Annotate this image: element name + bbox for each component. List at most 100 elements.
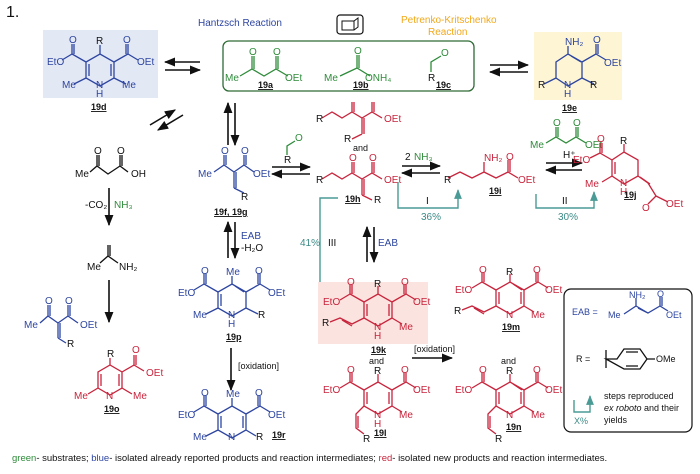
key-r-label: R =: [576, 354, 590, 364]
label-19c: 19c: [436, 80, 451, 90]
svg-text:R: R: [444, 175, 451, 186]
svg-text:N: N: [564, 80, 571, 91]
svg-text:O: O: [657, 289, 664, 299]
svg-text:O: O: [241, 146, 249, 157]
svg-text:R: R: [374, 366, 381, 377]
svg-text:N: N: [96, 80, 103, 91]
svg-text:R: R: [620, 136, 627, 147]
svg-text:R: R: [538, 80, 545, 91]
and-19k-19l: and: [369, 356, 384, 366]
svg-text:O: O: [347, 277, 355, 288]
svg-text:O: O: [123, 35, 131, 46]
svg-text:O: O: [354, 46, 362, 57]
label-19i: 19i: [489, 186, 502, 196]
robot-step-2-yield: 30%: [558, 212, 578, 223]
svg-text:OEt: OEt: [80, 320, 97, 331]
svg-text:NH₂: NH₂: [119, 262, 137, 273]
compound-19k: R O O EtO OEt R N H Me: [322, 277, 430, 342]
svg-text:OH: OH: [131, 169, 146, 180]
svg-text:O: O: [347, 365, 355, 376]
key-desc-line1: steps reproduced: [604, 391, 674, 401]
svg-text:OEt: OEt: [585, 140, 602, 151]
svg-text:N: N: [374, 410, 381, 421]
compound-19r: Me O O EtO OEt Me N R: [178, 388, 285, 443]
robot-step-1-arrow: [397, 182, 462, 209]
svg-text:Me: Me: [399, 410, 413, 421]
petrenko-product-bg: [534, 32, 622, 100]
label-19r: 19r: [272, 430, 286, 440]
svg-text:R: R: [284, 155, 291, 166]
svg-text:Me: Me: [531, 310, 545, 321]
new-product-bg: [318, 282, 428, 344]
svg-text:O: O: [94, 146, 102, 157]
svg-text:N: N: [620, 178, 627, 189]
svg-text:Me: Me: [226, 267, 240, 278]
aldehyde-reagent: O R: [284, 133, 303, 166]
svg-text:O: O: [273, 47, 281, 58]
svg-text:N: N: [506, 310, 513, 321]
svg-text:Me: Me: [74, 391, 88, 402]
reagent-eab: EAB: [378, 238, 398, 249]
svg-text:OEt: OEt: [413, 297, 430, 308]
legend-blue-word: blue: [91, 453, 110, 464]
svg-text:NH₂: NH₂: [484, 153, 502, 164]
svg-text:Me: Me: [585, 179, 599, 190]
svg-text:Me: Me: [198, 169, 212, 180]
equilibrium-arrow: [149, 109, 176, 126]
robot-step-1-yield: 36%: [421, 212, 441, 223]
svg-text:R: R: [67, 339, 74, 350]
label-19e: 19e: [562, 103, 577, 113]
svg-text:N: N: [374, 322, 381, 333]
svg-text:R: R: [374, 195, 381, 206]
svg-text:OEt: OEt: [268, 288, 285, 299]
color-legend: green- substrates; blue- isolated alread…: [0, 453, 700, 464]
svg-text:OEt: OEt: [666, 199, 683, 210]
label-19p: 19p: [226, 332, 242, 342]
reagent-2nh3: NH₃: [414, 152, 433, 163]
svg-text:EtO: EtO: [455, 285, 472, 296]
svg-text:Me: Me: [62, 80, 76, 91]
compound-19n: R O O EtO OEt N Me R: [455, 365, 562, 445]
svg-text:H: H: [374, 419, 381, 430]
svg-text:OEt: OEt: [545, 285, 562, 296]
label-19k: 19k: [371, 345, 387, 355]
svg-text:NH₂: NH₂: [565, 37, 583, 48]
svg-text:Me: Me: [324, 73, 338, 84]
compound-19p: Me O O EtO OEt Me N H R: [178, 266, 285, 330]
label-19d: 19d: [91, 102, 107, 112]
svg-text:Me: Me: [608, 310, 621, 320]
svg-text:R: R: [506, 366, 513, 377]
svg-text:O: O: [45, 296, 53, 307]
svg-text:R: R: [363, 434, 370, 445]
svg-text:H: H: [96, 89, 103, 100]
key-desc-line2: ex roboto and their: [604, 403, 679, 413]
key-desc-line3: yields: [604, 415, 628, 425]
svg-text:Me: Me: [122, 80, 136, 91]
svg-text:O: O: [221, 146, 229, 157]
svg-text:R: R: [374, 279, 381, 290]
hantzsch-heading: Hantzsch Reaction: [198, 18, 282, 29]
label-19l: 19l: [374, 428, 387, 438]
robot-step-3-yield: 41%: [300, 238, 320, 249]
label-19b: 19b: [353, 80, 369, 90]
label-19n: 19n: [506, 422, 522, 432]
svg-text:Me: Me: [226, 389, 240, 400]
svg-text:O: O: [573, 118, 581, 129]
label-19f-19g: 19f, 19g: [214, 207, 248, 217]
svg-text:O: O: [506, 152, 514, 163]
svg-text:R: R: [96, 36, 103, 47]
svg-text:O: O: [401, 365, 409, 376]
svg-text:N: N: [506, 410, 513, 421]
legend-red-text: - isolated new products and reaction int…: [392, 453, 608, 464]
label-19h: 19h: [345, 194, 361, 204]
svg-text:O: O: [117, 146, 125, 157]
legend-green-word: green: [12, 453, 37, 464]
svg-text:N: N: [228, 310, 235, 321]
reagent-oxidation: [oxidation]: [238, 361, 279, 371]
legend-red-word: red: [378, 453, 393, 464]
svg-text:OMe: OMe: [656, 354, 676, 364]
svg-text:R: R: [258, 310, 265, 321]
key-x-percent: X%: [574, 416, 588, 426]
svg-text:R: R: [322, 318, 329, 329]
